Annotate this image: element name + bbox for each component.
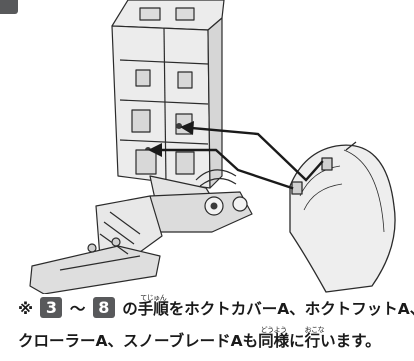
ruby-okonai-base: 行 (304, 332, 321, 350)
instruction-line-2: クローラーA、スノーブレードAもどうよう同様におこな行います。 (18, 326, 410, 358)
arrow-icon (148, 121, 324, 190)
caption-text-b: をホクトカバーA、ホクトフットA、 (168, 300, 414, 318)
crawler-part (149, 169, 253, 233)
step-badge-end: 8 (92, 297, 115, 318)
caption-line2-a: クローラーA、スノーブレードAも (18, 332, 259, 350)
ruby-okonai: おこな行 (304, 326, 325, 356)
robot-body-part (111, 0, 225, 189)
ruby-douyou: どうよう同様 (258, 326, 289, 356)
caption-line2-c: います。 (320, 332, 381, 350)
note-asterisk-icon: ※ (18, 300, 34, 318)
caption-text-a: の (122, 300, 138, 318)
snow-blade-part (29, 195, 163, 294)
cover-part (289, 141, 396, 293)
ruby-douyou-reading: どうよう (260, 326, 288, 334)
range-separator: 〜 (69, 300, 86, 318)
caption-line2-b: に (289, 332, 305, 350)
ruby-tejun: てじゅん手順 (138, 294, 169, 324)
ruby-tejun-base: 手順 (137, 300, 169, 318)
ruby-okonai-reading: おこな (304, 326, 325, 334)
ruby-douyou-base: 同様 (258, 332, 290, 350)
ruby-tejun-reading: てじゅん (140, 294, 167, 302)
step-number-tab (0, 0, 18, 14)
instruction-line-1: ※ 3 〜 8 のてじゅん手順をホクトカバーA、ホクトフットA、 (18, 294, 414, 326)
instruction-note: ※ 3 〜 8 のてじゅん手順をホクトカバーA、ホクトフットA、 クローラーA、… (18, 294, 414, 358)
step-badge-start: 3 (40, 297, 63, 318)
assembly-illustration (29, 0, 396, 294)
